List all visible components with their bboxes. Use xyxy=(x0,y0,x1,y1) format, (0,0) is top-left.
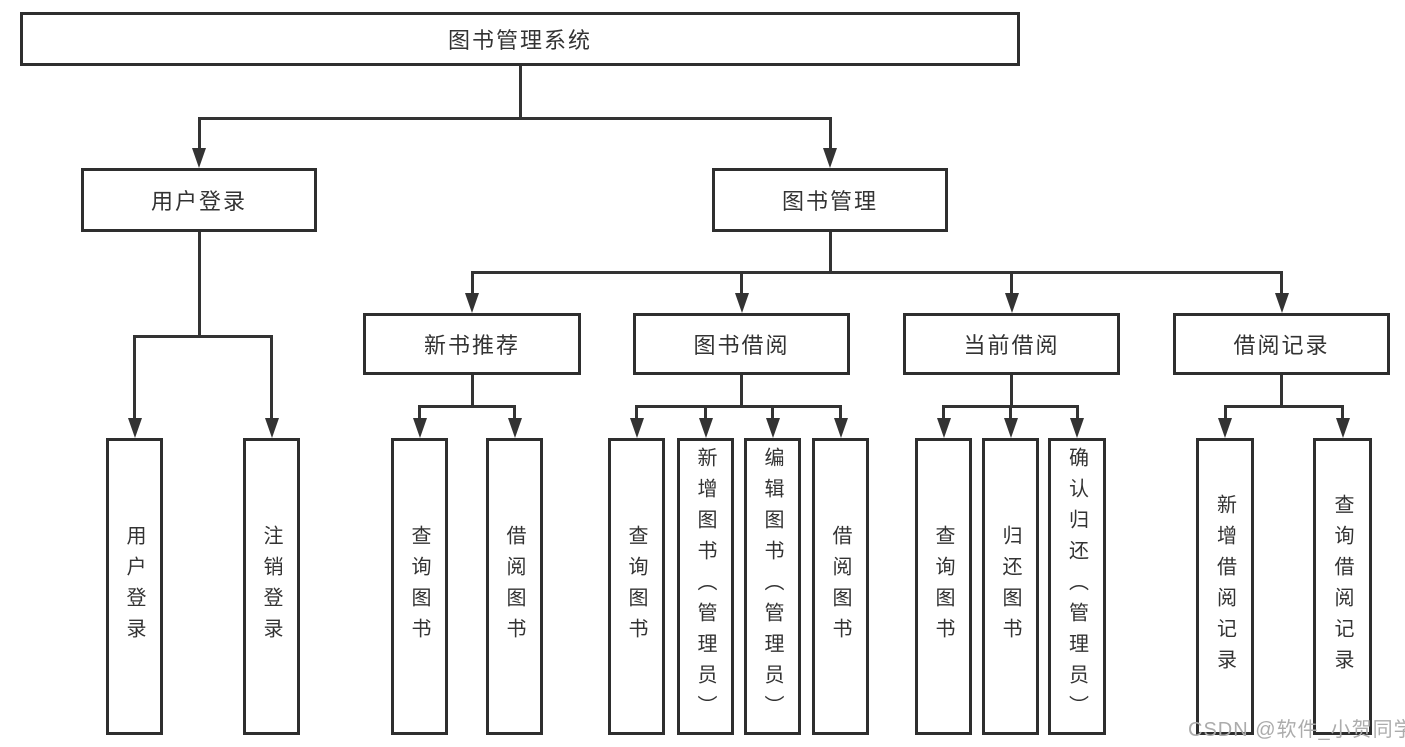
connector-trunk-book-borrow xyxy=(635,405,842,408)
node-borrow-books-recommend: 借阅图书 xyxy=(486,438,543,735)
node-query-books-borrow: 查询图书 xyxy=(608,438,665,735)
connector-borrow-records-to-query-borrow-record xyxy=(1341,405,1344,426)
node-borrow-books-borrow: 借阅图书 xyxy=(812,438,869,735)
arrow-into-borrow-records xyxy=(1274,293,1289,313)
connector-book-borrow-to-borrow-books-borrow xyxy=(839,405,842,426)
connector-book-borrow-to-edit-books-admin xyxy=(771,405,774,426)
connector-drop-user-login-group xyxy=(197,232,201,338)
connector-trunk-borrow-records xyxy=(1223,405,1344,408)
node-label-current-borrow: 当前借阅 xyxy=(963,333,1060,358)
node-label-add-borrow-record: 新增借阅记录 xyxy=(1213,493,1236,680)
connector-current-borrow-to-return-books xyxy=(1009,405,1012,426)
node-current-borrow: 当前借阅 xyxy=(903,313,1120,375)
node-label-query-books-borrow: 查询图书 xyxy=(625,524,647,649)
connector-book-management-to-book-borrow xyxy=(740,271,743,301)
connector-book-borrow-to-add-books-admin xyxy=(704,405,707,426)
node-book-management: 图书管理 xyxy=(712,168,948,232)
node-user-login-group: 用户登录 xyxy=(81,168,317,232)
node-label-edit-books-admin: 编辑图书（管理员） xyxy=(761,447,783,726)
node-label-return-books: 归还图书 xyxy=(999,524,1021,649)
connector-drop-library-system xyxy=(518,66,522,120)
node-label-new-book-recommend: 新书推荐 xyxy=(423,333,520,358)
arrow-into-logout xyxy=(264,418,279,438)
connector-book-management-to-current-borrow xyxy=(1010,271,1013,301)
node-add-books-admin: 新增图书（管理员） xyxy=(677,438,734,735)
node-label-query-books-recommend: 查询图书 xyxy=(408,524,430,649)
node-query-books-current: 查询图书 xyxy=(915,438,972,735)
csdn-watermark: CSDN @软件_小贺同学 xyxy=(1188,719,1405,741)
connector-library-system-to-book-management xyxy=(828,117,832,156)
arrow-into-book-management xyxy=(823,148,837,168)
arrow-into-new-book-recommend xyxy=(465,293,479,313)
connector-library-system-to-user-login-group xyxy=(197,117,201,156)
node-label-library-system: 图书管理系统 xyxy=(447,28,592,53)
node-user-login: 用户登录 xyxy=(106,438,163,735)
node-new-book-recommend: 新书推荐 xyxy=(363,313,581,375)
node-label-book-management: 图书管理 xyxy=(781,189,878,214)
connector-current-borrow-to-query-books-current xyxy=(942,405,945,426)
arrow-into-borrow-books-recommend xyxy=(507,418,522,438)
arrow-into-user-login xyxy=(127,418,142,438)
connector-user-login-group-to-user-login xyxy=(133,335,136,426)
connector-book-management-to-borrow-records xyxy=(1280,271,1283,301)
node-label-borrow-books-borrow: 借阅图书 xyxy=(829,524,851,649)
arrow-into-user-login-group xyxy=(192,148,206,168)
node-edit-books-admin: 编辑图书（管理员） xyxy=(744,438,801,735)
arrow-into-add-books-admin xyxy=(698,418,713,438)
node-confirm-return-admin: 确认归还（管理员） xyxy=(1048,438,1106,735)
node-library-system: 图书管理系统 xyxy=(20,12,1020,66)
node-query-borrow-record: 查询借阅记录 xyxy=(1313,438,1372,735)
connector-new-book-recommend-to-borrow-books-recommend xyxy=(513,405,516,426)
node-label-query-borrow-record: 查询借阅记录 xyxy=(1331,493,1353,680)
connector-drop-book-management xyxy=(828,232,832,274)
arrow-into-confirm-return-admin xyxy=(1070,418,1084,438)
node-book-borrow: 图书借阅 xyxy=(633,313,850,375)
arrow-into-query-borrow-record xyxy=(1335,418,1350,438)
arrow-into-current-borrow xyxy=(1004,293,1019,313)
arrow-into-query-books-borrow xyxy=(629,418,644,438)
node-logout: 注销登录 xyxy=(243,438,300,735)
arrow-into-edit-books-admin xyxy=(765,418,780,438)
connector-trunk-user-login-group xyxy=(133,335,273,338)
connector-drop-borrow-records xyxy=(1280,375,1283,408)
node-borrow-records: 借阅记录 xyxy=(1173,313,1390,375)
connector-new-book-recommend-to-query-books-recommend xyxy=(418,405,421,426)
connector-borrow-records-to-add-borrow-record xyxy=(1223,405,1227,426)
arrow-into-return-books xyxy=(1003,418,1018,438)
node-query-books-recommend: 查询图书 xyxy=(391,438,448,735)
node-label-user-login: 用户登录 xyxy=(123,524,145,649)
connector-trunk-library-system xyxy=(197,117,832,120)
arrow-into-book-borrow xyxy=(734,293,749,313)
connector-trunk-new-book-recommend xyxy=(418,405,516,408)
node-label-add-books-admin: 新增图书（管理员） xyxy=(694,447,716,726)
arrow-into-add-borrow-record xyxy=(1218,418,1232,438)
node-label-book-borrow: 图书借阅 xyxy=(693,333,790,358)
arrow-into-borrow-books-borrow xyxy=(833,418,848,438)
connector-current-borrow-to-confirm-return-admin xyxy=(1075,405,1079,426)
connector-drop-new-book-recommend xyxy=(470,375,474,408)
arrow-into-query-books-current xyxy=(936,418,951,438)
node-add-borrow-record: 新增借阅记录 xyxy=(1196,438,1254,735)
connector-drop-book-borrow xyxy=(740,375,743,408)
node-label-user-login-group: 用户登录 xyxy=(150,189,247,214)
node-label-query-books-current: 查询图书 xyxy=(932,524,954,649)
connector-drop-current-borrow xyxy=(1010,375,1013,408)
connector-book-borrow-to-query-books-borrow xyxy=(635,405,638,426)
node-label-confirm-return-admin: 确认归还（管理员） xyxy=(1065,447,1088,726)
connector-trunk-book-management xyxy=(470,271,1283,274)
node-return-books: 归还图书 xyxy=(982,438,1039,735)
connector-book-management-to-new-book-recommend xyxy=(470,271,474,301)
node-label-borrow-records: 借阅记录 xyxy=(1233,333,1330,358)
arrow-into-query-books-recommend xyxy=(412,418,427,438)
node-label-logout: 注销登录 xyxy=(260,524,282,649)
node-label-borrow-books-recommend: 借阅图书 xyxy=(503,524,525,649)
connector-user-login-group-to-logout xyxy=(270,335,273,426)
